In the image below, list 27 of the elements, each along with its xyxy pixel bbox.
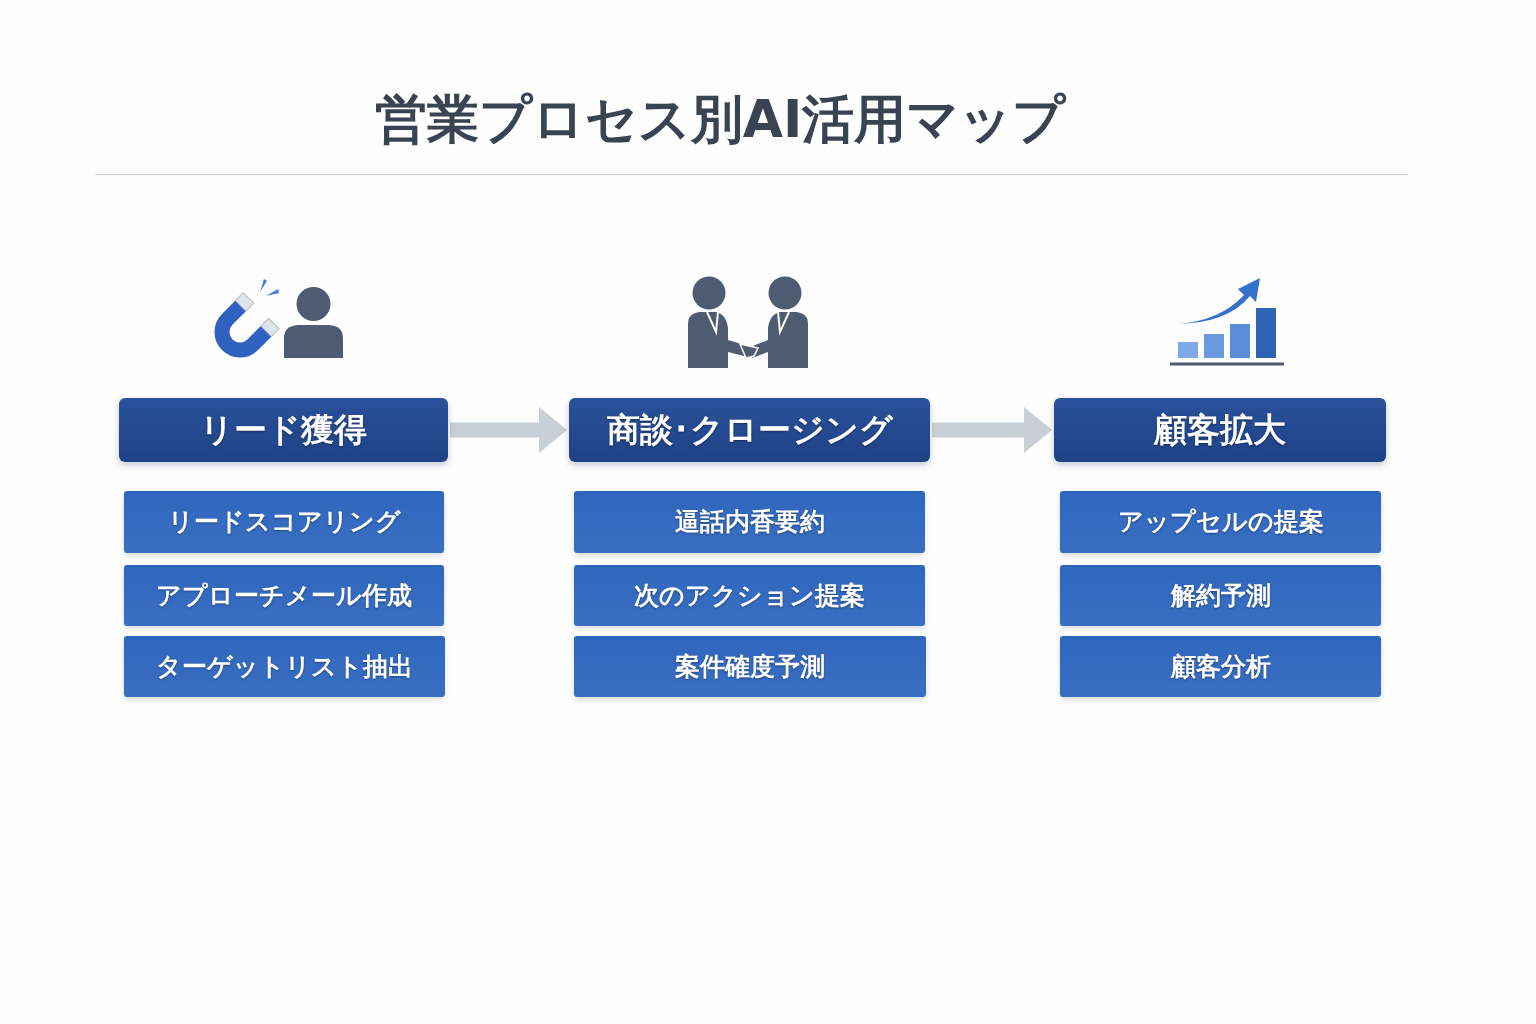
task-box: [574, 491, 925, 553]
task-text: アップセルの提案: [1117, 507, 1324, 537]
task-box: [1060, 636, 1381, 697]
task-text: 解約予測: [1170, 580, 1271, 611]
task-text: ターゲットリスト抽出: [156, 651, 413, 682]
task-box: [124, 491, 444, 553]
stage-header-box: [569, 398, 930, 462]
task-text: 次のアクション提案: [634, 580, 865, 611]
task-box: [124, 565, 444, 626]
stage-header-box: [1054, 398, 1386, 462]
task-box: [574, 565, 925, 626]
diagram-title: 営業プロセス別AI活用マップ: [374, 88, 1066, 151]
stage-title: 商談･クロージング: [606, 410, 893, 450]
task-text: 逼話内香要約: [674, 507, 825, 537]
arrow: [450, 407, 567, 453]
task-text: 案件確度予測: [675, 651, 825, 682]
stage-title: リード獲得: [200, 410, 367, 450]
task-box: [1060, 491, 1381, 553]
task-text: リードスコアリング: [167, 507, 401, 537]
task-box: [124, 636, 445, 697]
stage-header-box: [119, 398, 448, 462]
task-box: [1060, 565, 1381, 626]
task-text: アプローチメール作成: [156, 580, 412, 611]
stage-title: 顧客拡大: [1154, 410, 1286, 450]
task-box: [574, 636, 926, 697]
arrow: [932, 407, 1052, 453]
task-text: 顧客分析: [1170, 651, 1271, 682]
